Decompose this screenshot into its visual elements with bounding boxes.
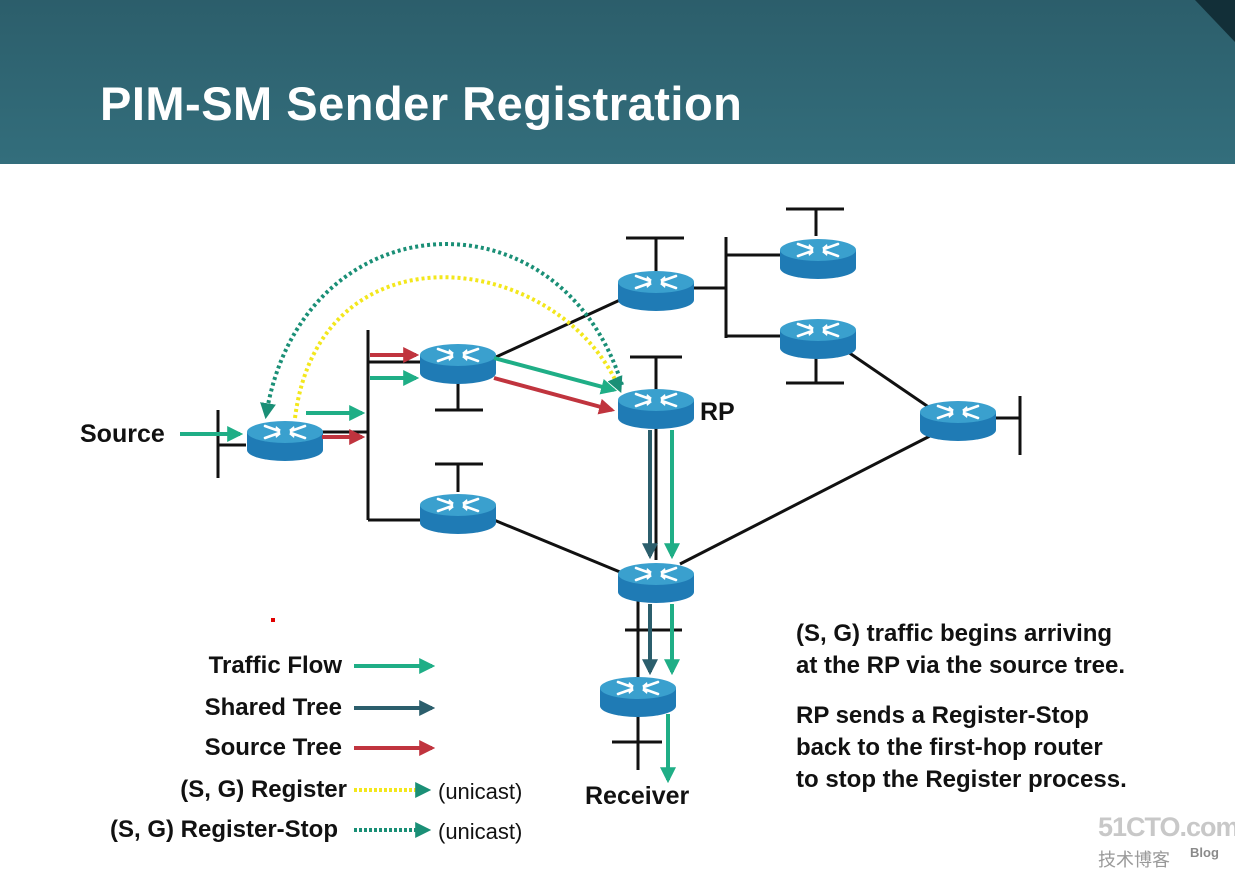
router-icon [778, 317, 858, 361]
router-icon [616, 561, 696, 605]
link [847, 350, 931, 410]
receiver-label: Receiver [585, 782, 690, 810]
watermark-blog: Blog [1190, 845, 1219, 860]
title-bar: PIM-SM Sender Registration [0, 0, 1235, 164]
page-title: PIM-SM Sender Registration [100, 77, 743, 130]
register-arc [293, 275, 623, 419]
router-icon [418, 342, 498, 386]
router-icon [598, 675, 678, 719]
router-icon [616, 269, 696, 313]
para1-line1: (S, G) traffic begins arriving [796, 620, 1113, 647]
register-stop-arc [260, 242, 624, 420]
router-icon [418, 492, 498, 536]
link [493, 518, 621, 574]
para2-line3: to stop the Register process. [796, 766, 1127, 793]
rp-label: RP [700, 398, 735, 426]
stray-dot [271, 618, 275, 622]
source-tree-arrow [493, 376, 616, 415]
para1-line2: at the RP via the source tree. [796, 652, 1126, 679]
router-icon [778, 237, 858, 281]
router-icon [245, 419, 325, 463]
router-icon [616, 387, 696, 431]
legend-source-tree: Source Tree [204, 734, 342, 761]
source-label: Source [80, 420, 165, 448]
para2-line1: RP sends a Register-Stop [796, 702, 1089, 729]
description-para-1: (S, G) traffic begins arriving at the RP… [796, 618, 1125, 682]
legend-register: (S, G) Register [180, 776, 347, 803]
legend-register-note: (unicast) [438, 779, 523, 804]
para2-line2: back to the first-hop router [796, 734, 1103, 761]
router-icon [918, 399, 998, 443]
description-para-2: RP sends a Register-Stop back to the fir… [796, 700, 1127, 796]
watermark-site: 51CTO.com [1098, 812, 1235, 842]
link [679, 434, 931, 566]
legend-register-stop-note: (unicast) [438, 819, 523, 844]
watermark-cn: 技术博客 [1098, 850, 1170, 871]
legend-traffic-flow: Traffic Flow [208, 652, 342, 679]
corner-fold-icon [1195, 0, 1235, 42]
legend-shared-tree: Shared Tree [204, 694, 342, 721]
traffic-flow-arrow [493, 356, 618, 395]
legend-register-stop: (S, G) Register-Stop [109, 816, 338, 843]
link [495, 298, 621, 359]
